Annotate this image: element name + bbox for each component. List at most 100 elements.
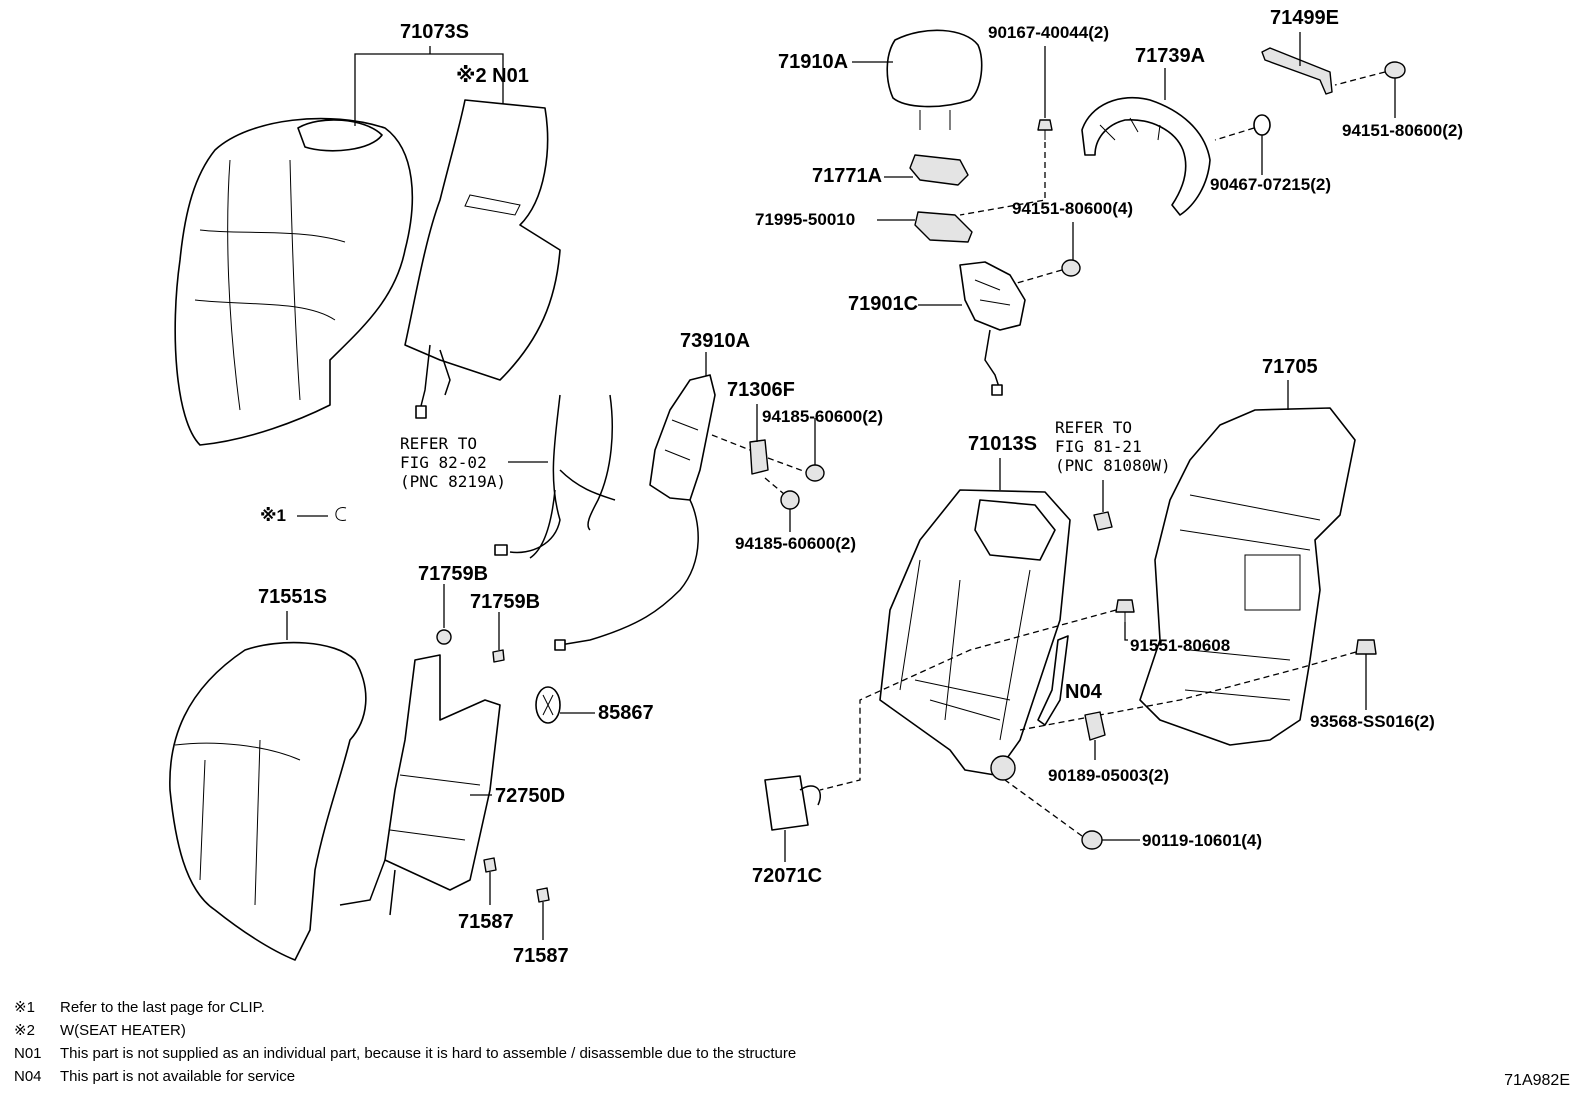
screw-90167 bbox=[1037, 119, 1053, 140]
label-71705: 71705 bbox=[1262, 356, 1318, 378]
footnotes: ※1 Refer to the last page for CLIP. ※2 W… bbox=[14, 996, 796, 1088]
leader-71073S bbox=[354, 53, 504, 126]
clip-71587-a bbox=[483, 857, 497, 873]
leader-91551 bbox=[1124, 622, 1128, 641]
part-N04 bbox=[1037, 635, 1069, 726]
ref-fig8202-line3: (PNC 8219A) bbox=[400, 472, 506, 491]
dash-90119 bbox=[1004, 779, 1083, 837]
nut-94151-top bbox=[1384, 61, 1406, 79]
nut-94151-mid bbox=[1061, 259, 1081, 277]
clip-71587-b bbox=[536, 887, 550, 903]
airbag-connector bbox=[554, 639, 566, 651]
label-71739A: 71739A bbox=[1135, 45, 1205, 67]
label-71551S: 71551S bbox=[258, 586, 327, 608]
bracket-71739A bbox=[1081, 96, 1211, 216]
note-row: ※2 W(SEAT HEATER) bbox=[14, 1019, 796, 1042]
note-key: ※1 bbox=[14, 999, 35, 1016]
bracket-71306F bbox=[749, 439, 769, 475]
seat-heater-N01 bbox=[404, 99, 561, 419]
label-N01: ※2 N01 bbox=[456, 65, 529, 87]
heater-connector bbox=[415, 405, 427, 419]
label-71306F: 71306F bbox=[727, 379, 795, 401]
label-71073S: 71073S bbox=[400, 21, 469, 43]
dash-94185-lower bbox=[764, 477, 785, 495]
label-90467: 90467-07215(2) bbox=[1210, 175, 1331, 194]
headrest-lock-71901C bbox=[959, 261, 1026, 396]
dash-90467 bbox=[1214, 127, 1255, 141]
label-91551: 91551-80608 bbox=[1130, 636, 1230, 655]
label-71995: 71995-50010 bbox=[755, 210, 855, 229]
ref-fig8121-line2: FIG 81-21 bbox=[1055, 437, 1142, 456]
label-94151a: 94151-80600(2) bbox=[1342, 121, 1463, 140]
label-71013S: 71013S bbox=[968, 433, 1037, 455]
note-row: ※1 Refer to the last page for CLIP. bbox=[14, 996, 796, 1019]
switch-81080W bbox=[1093, 511, 1113, 531]
dash-94185-upper bbox=[767, 457, 807, 473]
label-71910A: 71910A bbox=[778, 51, 848, 73]
seatback-cover-71073S bbox=[174, 117, 414, 446]
wire-harness-8219A bbox=[494, 394, 616, 559]
label-clip: ※1 bbox=[260, 506, 286, 525]
ref-fig8121-line3: (PNC 81080W) bbox=[1055, 456, 1171, 475]
nut-94185-upper bbox=[805, 464, 825, 482]
label-71771A: 71771A bbox=[812, 165, 882, 187]
figure-code: 71A982E bbox=[1504, 1072, 1570, 1089]
label-71901C: 71901C bbox=[848, 293, 918, 315]
label-72071C: 72071C bbox=[752, 865, 822, 887]
dash-91551 bbox=[819, 609, 1117, 791]
bracket-71499E bbox=[1261, 47, 1333, 95]
label-71759Ba: 71759B bbox=[418, 563, 488, 585]
dash-90167 bbox=[959, 142, 1046, 216]
label-71759Bb: 71759B bbox=[470, 591, 540, 613]
note-row: N04 This part is not available for servi… bbox=[14, 1065, 796, 1088]
note-row: N01 This part is not supplied as an indi… bbox=[14, 1042, 796, 1065]
headrest-71910A bbox=[886, 29, 983, 130]
ref-fig8202-line2: FIG 82-02 bbox=[400, 453, 487, 472]
label-93568: 93568-SS016(2) bbox=[1310, 712, 1435, 731]
dash-94151-top bbox=[1334, 71, 1386, 86]
label-94151b: 94151-80600(4) bbox=[1012, 199, 1133, 218]
clip-90467 bbox=[1253, 114, 1271, 136]
label-90167: 90167-40044(2) bbox=[988, 23, 1109, 42]
cushion-cover-71551S bbox=[169, 641, 367, 961]
bolt-93568 bbox=[1355, 639, 1377, 655]
label-90189: 90189-05003(2) bbox=[1048, 766, 1169, 785]
dash-94151-mid bbox=[1009, 269, 1063, 286]
lock-connector bbox=[991, 384, 1003, 396]
recliner-motor-72071C bbox=[764, 775, 821, 831]
label-71499E: 71499E bbox=[1270, 7, 1339, 29]
label-N04: N04 bbox=[1065, 681, 1103, 703]
clip-71759B-left bbox=[436, 629, 452, 645]
label-71587b: 71587 bbox=[513, 945, 569, 967]
note-text: W(SEAT HEATER) bbox=[60, 1022, 186, 1039]
note-text: This part is not available for service bbox=[60, 1068, 296, 1085]
bolt-91551 bbox=[1115, 599, 1135, 622]
label-72750D: 72750D bbox=[495, 785, 565, 807]
label-71587a: 71587 bbox=[458, 911, 514, 933]
sensor-85867 bbox=[535, 686, 561, 724]
note-key: N01 bbox=[14, 1045, 42, 1062]
label-85867: 85867 bbox=[598, 702, 654, 724]
dash-71306F bbox=[711, 434, 751, 451]
label-90119: 90119-10601(4) bbox=[1142, 831, 1262, 850]
ref-fig8121-line1: REFER TO bbox=[1055, 418, 1132, 437]
clip-71759B-right bbox=[492, 649, 505, 663]
note-text: This part is not supplied as an individu… bbox=[60, 1045, 797, 1062]
headrest-support-71771A bbox=[909, 154, 969, 186]
recliner-circle bbox=[990, 755, 1016, 781]
side-airbag-73910A bbox=[554, 374, 716, 651]
seatback-frame-71013S bbox=[879, 489, 1071, 781]
note-key: ※2 bbox=[14, 1022, 35, 1039]
bolt-90119 bbox=[1081, 830, 1103, 850]
guide-71995 bbox=[914, 211, 973, 243]
label-94185a: 94185-60600(2) bbox=[762, 407, 883, 426]
back-board-71705 bbox=[1139, 407, 1356, 746]
clip-icon bbox=[335, 507, 347, 521]
label-94185b: 94185-60600(2) bbox=[735, 534, 856, 553]
note-key: N04 bbox=[14, 1068, 42, 1085]
label-73910A: 73910A bbox=[680, 330, 750, 352]
clip-90189 bbox=[1084, 711, 1106, 741]
note-text: Refer to the last page for CLIP. bbox=[60, 999, 265, 1016]
ref-fig8202-line1: REFER TO bbox=[400, 434, 477, 453]
